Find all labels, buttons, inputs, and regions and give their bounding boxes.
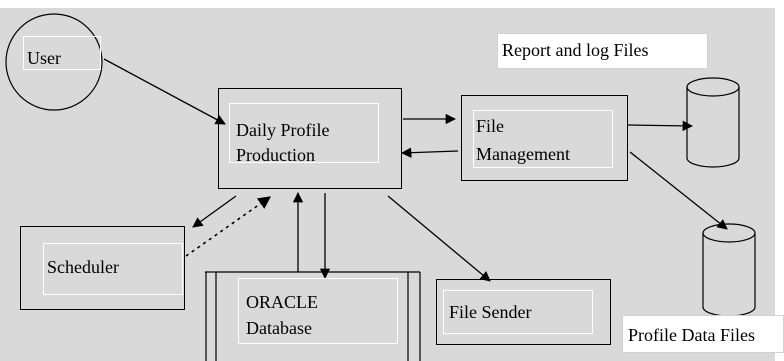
file-sender-label: File Sender <box>449 302 532 322</box>
file-management-line1: File <box>476 116 505 136</box>
profile-data-files-cylinder <box>702 223 756 317</box>
arrow-filemgmt-to-report-logs <box>627 120 694 132</box>
file-sender-inner <box>443 290 593 334</box>
daily-profile-line2: Production <box>236 145 315 165</box>
report-log-files-label-box <box>497 33 708 69</box>
arrow-filemgmt-to-profile-data <box>629 151 728 230</box>
oracle-line2: Database <box>246 318 312 338</box>
daily-profile-production-inner <box>229 103 379 163</box>
file-management-inner <box>473 110 613 168</box>
file-management-line2: Management <box>476 144 570 164</box>
oracle-line1: ORACLE <box>246 292 318 312</box>
oracle-database-inner <box>238 278 398 344</box>
daily-profile-line1: Daily Profile <box>236 120 330 140</box>
file-sender-box <box>436 279 611 345</box>
scheduler-inner <box>43 243 183 295</box>
report-log-files-cylinder <box>686 77 740 168</box>
arrow-daily-to-scheduler <box>192 195 237 228</box>
scheduler-box <box>20 226 185 310</box>
report-log-files-label: Report and log Files <box>502 40 649 60</box>
arrow-scheduler-to-daily-dotted <box>185 196 272 257</box>
scheduler-label: Scheduler <box>47 257 119 277</box>
oracle-database-frame <box>205 271 421 361</box>
user-node-inner <box>23 36 101 70</box>
arrow-user-to-daily <box>103 58 226 125</box>
profile-data-files-label: Profile Data Files <box>628 325 755 345</box>
user-label: User <box>27 48 61 68</box>
user-node-circle <box>5 13 103 111</box>
daily-profile-production-box <box>218 88 402 189</box>
arrow-filemgmt-to-daily <box>400 147 459 158</box>
arrow-daily-to-filesender <box>387 195 491 282</box>
file-management-box <box>461 95 628 181</box>
profile-data-files-label-box <box>622 315 784 353</box>
